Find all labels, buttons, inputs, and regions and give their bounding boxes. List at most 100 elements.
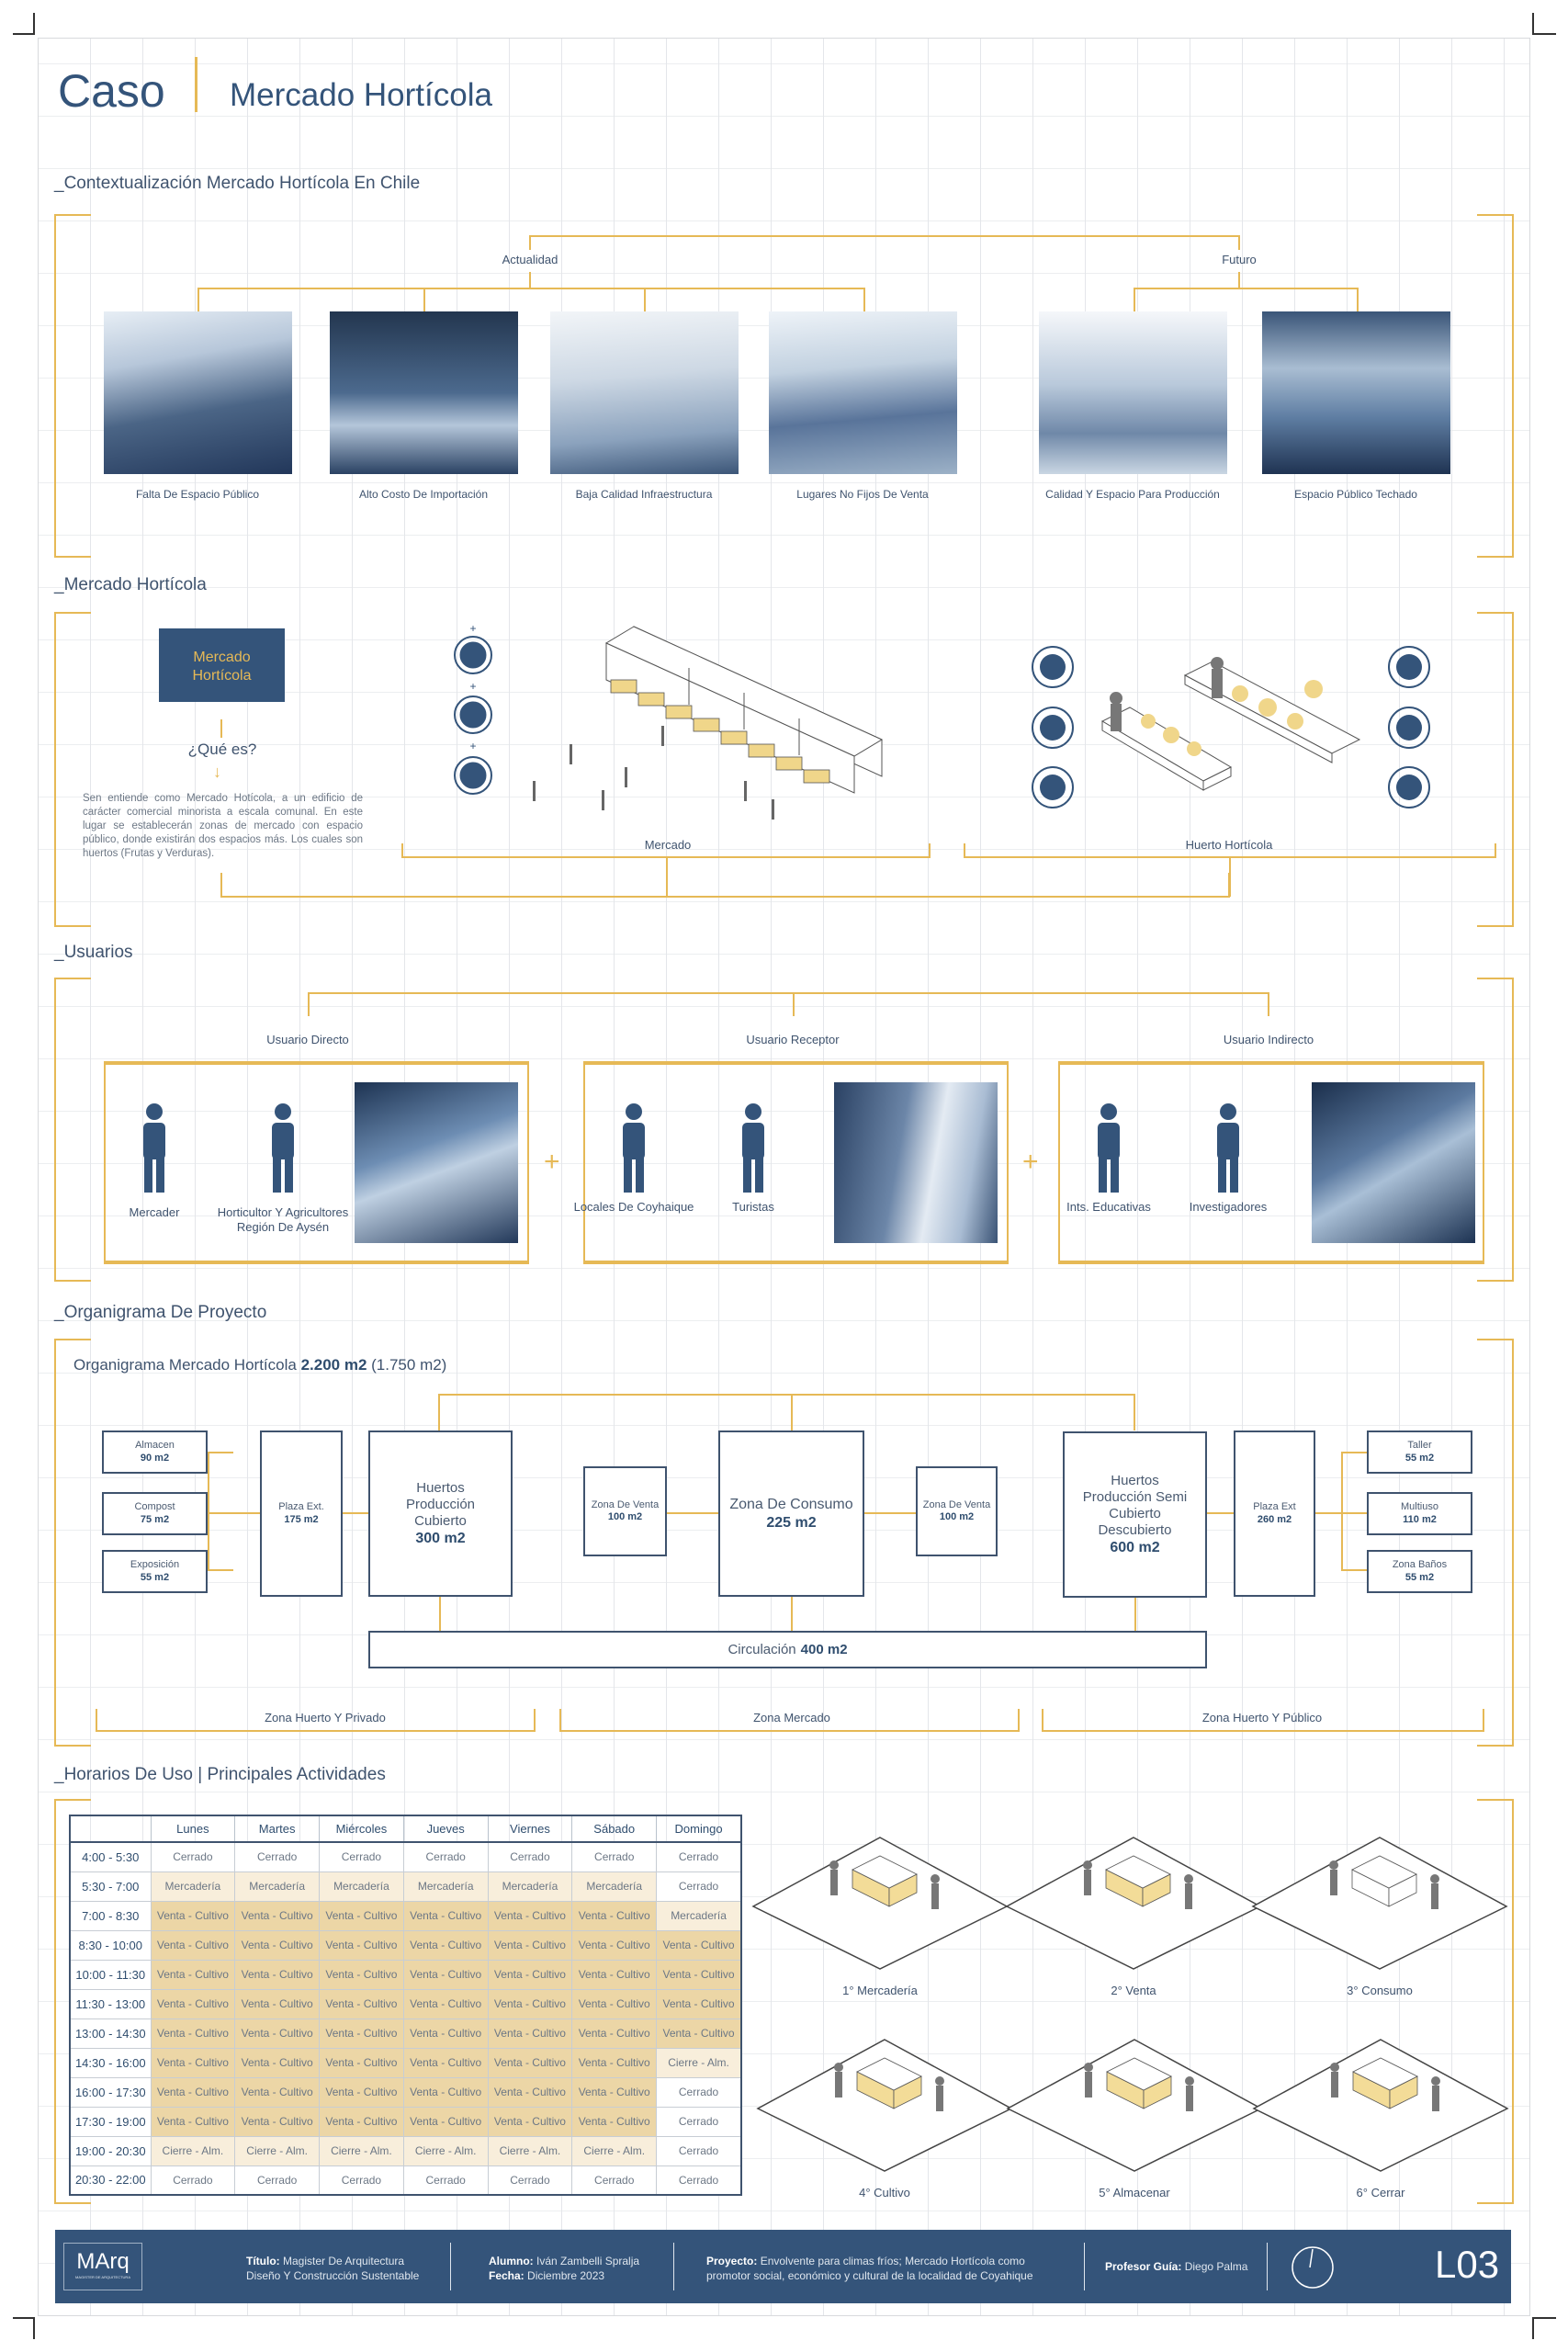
connector-line bbox=[197, 288, 199, 311]
people-icon bbox=[459, 641, 487, 669]
section-bracket-left bbox=[54, 1799, 91, 2204]
tourist-luggage-icon bbox=[726, 1102, 781, 1199]
connector-line bbox=[529, 235, 531, 250]
schedule-cell: Venta - Cultivo bbox=[402, 2076, 489, 2108]
connector-line bbox=[308, 992, 310, 1016]
connector-line bbox=[439, 1597, 441, 1631]
schedule-cell: Venta - Cultivo bbox=[319, 2076, 404, 2108]
section-bracket-right bbox=[1477, 1339, 1514, 1747]
box-area: 100 m2 bbox=[939, 1511, 975, 1522]
user-label: Locales De Coyhaique bbox=[573, 1200, 694, 1214]
schedule-cell: Cerrado bbox=[656, 2135, 742, 2166]
page-title: Caso bbox=[58, 65, 165, 117]
schedule-cell: Cerrado bbox=[319, 1841, 404, 1872]
connector-line bbox=[529, 235, 1238, 237]
schedule-cell: Mercadería bbox=[487, 1871, 573, 1902]
activity-label: 3° Consumo bbox=[1347, 1984, 1413, 1997]
schedule-cell: Venta - Cultivo bbox=[487, 2106, 573, 2137]
time-cell: 5:30 - 7:00 bbox=[69, 1871, 152, 1902]
schedule-cell: Cerrado bbox=[150, 2165, 236, 2196]
activity-label: 6° Cerrar bbox=[1356, 2186, 1405, 2199]
schedule-cell: Cerrado bbox=[234, 1841, 321, 1872]
connector-line bbox=[423, 288, 425, 311]
context-photo-caption: Alto Costo De Importación bbox=[358, 488, 489, 501]
connector-line bbox=[220, 719, 222, 738]
time-cell: 7:00 - 8:30 bbox=[69, 1900, 152, 1931]
bracket-zone bbox=[559, 1709, 1020, 1732]
schedule-cell: Cerrado bbox=[487, 2165, 573, 2196]
box-area: 55 m2 bbox=[1404, 1452, 1435, 1464]
schedule-cell: Venta - Cultivo bbox=[150, 1900, 236, 1931]
section-bracket-left bbox=[54, 214, 91, 558]
bracket-mercado-total bbox=[220, 873, 1230, 898]
schedule-cell: Cerrado bbox=[656, 2106, 742, 2137]
plus-icon: + bbox=[544, 1147, 560, 1177]
schedule-cell: Venta - Cultivo bbox=[234, 1900, 321, 1931]
schedule-cell: Venta - Cultivo bbox=[319, 1929, 404, 1961]
user-group-box bbox=[583, 1061, 1009, 1264]
box-name: Zona De Venta bbox=[591, 1498, 660, 1510]
user-label: Mercader bbox=[129, 1205, 180, 1219]
icon-glyph bbox=[1396, 654, 1422, 680]
schedule-cell: Venta - Cultivo bbox=[487, 1929, 573, 1961]
schedule-cell: Cerrado bbox=[656, 1871, 742, 1902]
connector-line bbox=[529, 272, 531, 288]
subtitle-prefix: Organigrama Mercado Hortícola bbox=[73, 1356, 297, 1374]
mercado-description: Sen entiende como Mercado Hotícola, a un… bbox=[83, 793, 363, 859]
activity-isometric-drawing bbox=[1006, 2017, 1263, 2177]
time-cell: 16:00 - 17:30 bbox=[69, 2076, 152, 2108]
connector-line bbox=[1238, 235, 1240, 250]
box-name: Almacen bbox=[135, 1440, 175, 1452]
schedule-cell: Venta - Cultivo bbox=[319, 1900, 404, 1931]
schedule-cell: Cierre - Alm. bbox=[487, 2135, 573, 2166]
schedule-cell: Venta - Cultivo bbox=[150, 1959, 236, 1990]
footer-proyecto: Proyecto: Envolvente para climas fríos; … bbox=[706, 2254, 1033, 2283]
table-header-day: Sábado bbox=[571, 1815, 657, 1843]
box-name: Circulación bbox=[728, 1641, 796, 1657]
bracket-huerto bbox=[964, 843, 1496, 858]
schedule-cell: Venta - Cultivo bbox=[571, 1900, 658, 1931]
context-photo-caption: Baja Calidad Infraestructura bbox=[575, 488, 713, 501]
schedule-cell: Venta - Cultivo bbox=[150, 2076, 236, 2108]
icon-glyph bbox=[1396, 775, 1422, 800]
svg-text:+: + bbox=[469, 740, 476, 752]
crop-mark bbox=[33, 2317, 53, 2339]
schedule-cell: Cierre - Alm. bbox=[234, 2135, 321, 2166]
schedule-cell: Cerrado bbox=[150, 1841, 236, 1872]
apple-icon bbox=[1032, 646, 1074, 688]
crop-mark bbox=[1532, 2317, 1556, 2337]
subtitle-paren: (1.750 m2) bbox=[371, 1356, 447, 1374]
wheelbarrow-farmer-icon bbox=[255, 1102, 310, 1199]
crop-mark bbox=[13, 2317, 35, 2337]
mercado-box-line1: Mercado bbox=[193, 650, 251, 665]
schedule-cell: Cerrado bbox=[319, 2165, 404, 2196]
carrot-icon bbox=[1388, 707, 1430, 749]
activity-isometric-drawing bbox=[1005, 1815, 1262, 1975]
schedule-cell: Mercadería bbox=[150, 1871, 236, 1902]
schedule-cell: Venta - Cultivo bbox=[656, 1959, 742, 1990]
meeting-icon bbox=[459, 762, 487, 789]
box-area: 100 m2 bbox=[607, 1511, 643, 1522]
connector-line bbox=[1134, 288, 1358, 289]
activity-isometric-drawing bbox=[1251, 1815, 1508, 1975]
schedule-cell: Venta - Cultivo bbox=[571, 2076, 658, 2108]
schedule-cell: Venta - Cultivo bbox=[319, 2018, 404, 2049]
proyecto-value-2: promotor social, económico y cultural de… bbox=[706, 2269, 1033, 2283]
connector-line bbox=[793, 992, 795, 1016]
label-huerto: Huerto Hortícola bbox=[1185, 838, 1273, 852]
box-area: 300 m2 bbox=[415, 1530, 466, 1546]
schedule-cell: Venta - Cultivo bbox=[402, 1959, 489, 1990]
schedule-cell: Cerrado bbox=[571, 2165, 658, 2196]
student-backpack-icon bbox=[1081, 1102, 1136, 1199]
connector-line bbox=[1134, 1394, 1135, 1430]
box-area: 110 m2 bbox=[1403, 1513, 1437, 1525]
time-cell: 13:00 - 14:30 bbox=[69, 2018, 152, 2049]
connector-line bbox=[864, 1512, 916, 1514]
schedule-cell: Cierre - Alm. bbox=[402, 2135, 489, 2166]
profesor-value: Diego Palma bbox=[1184, 2260, 1248, 2273]
connector-line bbox=[1134, 1597, 1136, 1631]
